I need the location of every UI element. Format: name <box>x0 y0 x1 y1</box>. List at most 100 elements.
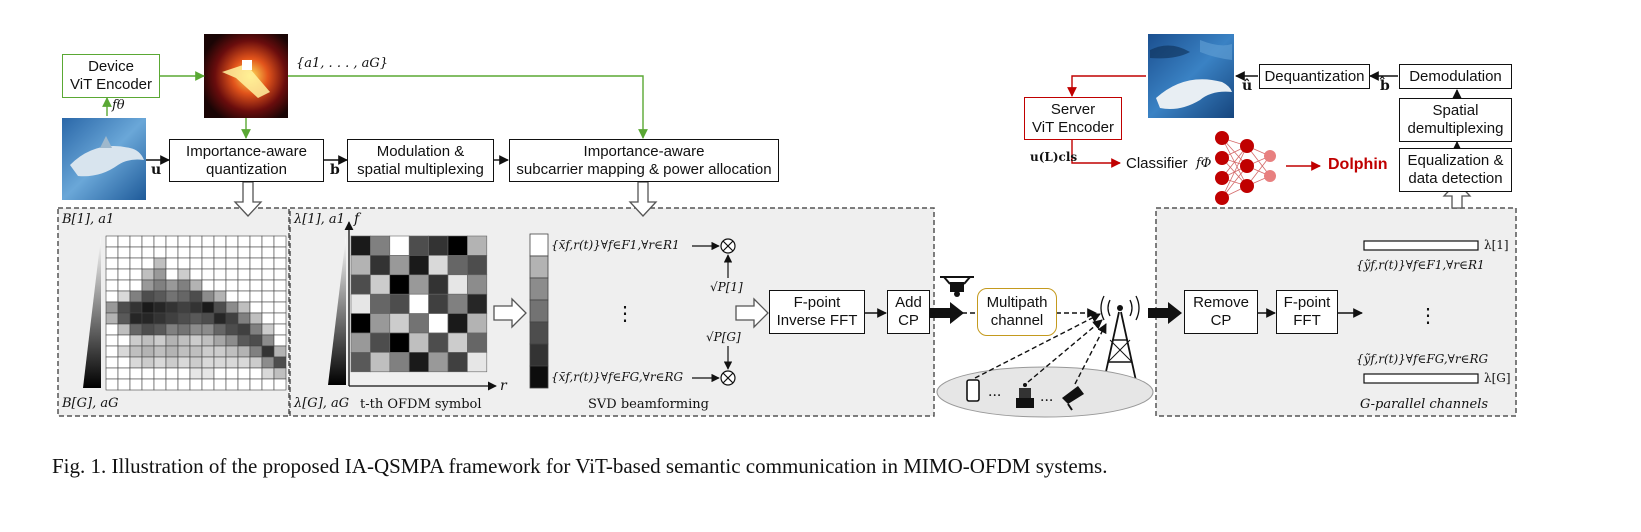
device-vit-encoder-label: Device ViT Encoder <box>70 58 152 93</box>
neural-network-icon <box>1215 131 1276 205</box>
inverse-fft-label: F-point Inverse FFT <box>776 294 858 329</box>
svg-text:···: ··· <box>1040 393 1053 409</box>
ofdm-cell <box>447 255 468 276</box>
importance-cell <box>117 345 131 358</box>
importance-cell <box>225 356 239 369</box>
importance-cell <box>225 345 239 358</box>
importance-cell <box>225 323 239 336</box>
hollow-arrow-quant-down <box>233 181 263 217</box>
importance-cell <box>249 290 263 303</box>
importance-cell <box>129 378 143 391</box>
importance-cell <box>165 334 179 347</box>
hollow-arrow-mapping-down <box>628 181 658 217</box>
importance-cell <box>237 367 251 380</box>
importance-cell <box>213 334 227 347</box>
dequantization-label: Dequantization <box>1264 67 1365 85</box>
importance-cell <box>105 356 119 369</box>
importance-cell <box>153 367 167 380</box>
importance-cell <box>261 356 275 369</box>
ofdm-cell <box>428 293 449 314</box>
robot-icon <box>1016 383 1034 408</box>
importance-cell <box>237 301 251 314</box>
ofdm-cell <box>389 255 410 276</box>
device-vit-encoder-box: Device ViT Encoder <box>62 54 160 98</box>
ofdm-cell <box>389 293 410 314</box>
nn-node <box>1215 171 1229 185</box>
importance-cell <box>177 257 191 270</box>
importance-cell <box>189 367 203 380</box>
importance-cell <box>201 356 215 369</box>
importance-cell <box>189 312 203 325</box>
u-hat-label: û <box>1242 78 1253 94</box>
ofdm-cell <box>467 352 488 373</box>
equalization-label: Equalization & data detection <box>1407 152 1504 187</box>
drone-icon <box>940 276 974 297</box>
ofdm-cell <box>447 235 468 256</box>
importance-cell <box>141 301 155 314</box>
camera-icon <box>1062 386 1084 411</box>
importance-cell <box>129 334 143 347</box>
importance-cell <box>105 290 119 303</box>
importance-cell <box>189 290 203 303</box>
y-top-label: {ỹf,r(t)}∀f∈F1,∀r∈R1 <box>1356 258 1485 272</box>
importance-cell <box>105 235 119 248</box>
svd-beamforming-label: SVD beamforming <box>588 397 709 412</box>
importance-cell <box>225 257 239 270</box>
b-hat-label: b̂ <box>1380 78 1390 94</box>
g-parallel-label: G-parallel channels <box>1360 397 1489 412</box>
importance-cell <box>189 345 203 358</box>
importance-cell <box>201 290 215 303</box>
importance-cell <box>273 378 287 391</box>
importance-cell <box>225 279 239 292</box>
importance-set-label: {a1, . . . , aG} <box>296 56 389 71</box>
ofdm-cell <box>467 332 488 353</box>
ofdm-cell <box>350 235 371 256</box>
importance-cell <box>261 367 275 380</box>
importance-cell <box>213 301 227 314</box>
importance-cell <box>273 246 287 259</box>
modulation-label: Modulation & spatial multiplexing <box>357 142 484 178</box>
importance-cell <box>261 301 275 314</box>
importance-cell <box>177 323 191 336</box>
importance-cell <box>273 312 287 325</box>
importance-cell <box>237 323 251 336</box>
importance-cell <box>105 268 119 281</box>
importance-cell <box>201 301 215 314</box>
importance-cell <box>213 323 227 336</box>
importance-cell <box>261 268 275 281</box>
importance-cell <box>249 301 263 314</box>
ofdm-cell <box>467 274 488 295</box>
axis-r-label: r <box>500 378 507 394</box>
importance-cell <box>201 257 215 270</box>
importance-cell <box>129 279 143 292</box>
u-cls-label: u(L)cls <box>1030 150 1078 164</box>
ofdm-cell <box>467 313 488 334</box>
importance-cell <box>201 378 215 391</box>
hollow-arrow-grid-to-svd <box>493 297 527 329</box>
svg-text:···: ··· <box>988 388 1001 404</box>
importance-cell <box>141 268 155 281</box>
thick-arrow-rx <box>1148 302 1182 324</box>
importance-cell <box>189 356 203 369</box>
importance-cell <box>261 378 275 391</box>
importance-cell <box>165 378 179 391</box>
importance-cell <box>189 257 203 270</box>
importance-cell <box>141 246 155 259</box>
ofdm-cell <box>350 332 371 353</box>
ofdm-cell <box>408 332 429 353</box>
bg-ag-label: B[G], aG <box>62 396 119 411</box>
importance-cell <box>225 246 239 259</box>
ofdm-cell <box>408 352 429 373</box>
importance-cell <box>105 367 119 380</box>
importance-cell <box>165 290 179 303</box>
ofdm-cell <box>467 293 488 314</box>
importance-cell <box>201 345 215 358</box>
importance-cell <box>141 312 155 325</box>
importance-cell <box>273 356 287 369</box>
importance-cell <box>177 301 191 314</box>
inverse-fft-box: F-point Inverse FFT <box>769 290 865 334</box>
importance-cell <box>153 378 167 391</box>
importance-cell <box>177 279 191 292</box>
importance-cell <box>249 334 263 347</box>
ofdm-cell <box>350 352 371 373</box>
